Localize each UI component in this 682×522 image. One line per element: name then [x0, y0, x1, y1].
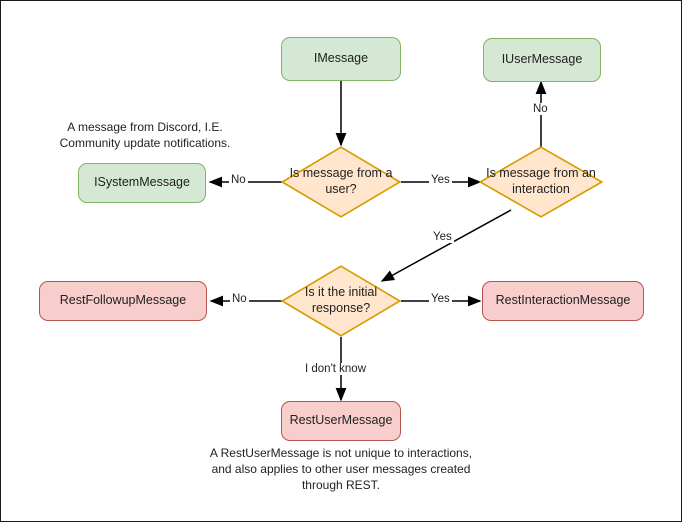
diamond-shape-initial	[281, 265, 401, 337]
edge-label-interaction-yes: Yes	[431, 231, 454, 243]
annotation-rest-user-message-note: A RestUserMessage is not unique to inter…	[209, 446, 473, 493]
diamond-shape-interaction	[479, 146, 603, 218]
node-restfollowupmessage-label: RestFollowupMessage	[59, 293, 187, 308]
node-imessage-label: IMessage	[313, 51, 369, 66]
node-restusermessage-label: RestUserMessage	[289, 413, 393, 428]
node-restinteractionmessage-label: RestInteractionMessage	[495, 293, 631, 308]
diamond-shape-user	[281, 146, 401, 218]
edge-interaction-decision-yes-to-initial-decision	[380, 209, 512, 282]
edge-label-interaction-no: No	[531, 103, 550, 115]
edge-label-initial-yes: Yes	[429, 293, 452, 305]
node-imessage[interactable]: IMessage	[281, 37, 401, 81]
node-decision-is-message-from-interaction[interactable]: Is message from an interaction	[479, 146, 603, 218]
edge-label-user-yes: Yes	[429, 174, 452, 186]
node-iusermessage-label: IUserMessage	[501, 52, 583, 67]
node-isystemmessage-label: ISystemMessage	[94, 175, 190, 190]
node-restusermessage[interactable]: RestUserMessage	[281, 401, 401, 441]
edge-label-user-no: No	[229, 174, 248, 186]
node-decision-is-message-from-user[interactable]: Is message from a user?	[281, 146, 401, 218]
node-isystemmessage[interactable]: ISystemMessage	[78, 163, 206, 203]
node-restfollowupmessage[interactable]: RestFollowupMessage	[39, 281, 207, 321]
edge-label-initial-no: No	[230, 293, 249, 305]
edge-label-initial-unknown: I don't know	[303, 363, 369, 375]
node-restinteractionmessage[interactable]: RestInteractionMessage	[482, 281, 644, 321]
annotation-system-message-note: A message from Discord, I.E. Community u…	[59, 120, 231, 151]
node-decision-is-initial-response[interactable]: Is it the initial response?	[281, 265, 401, 337]
node-iusermessage[interactable]: IUserMessage	[483, 38, 601, 82]
